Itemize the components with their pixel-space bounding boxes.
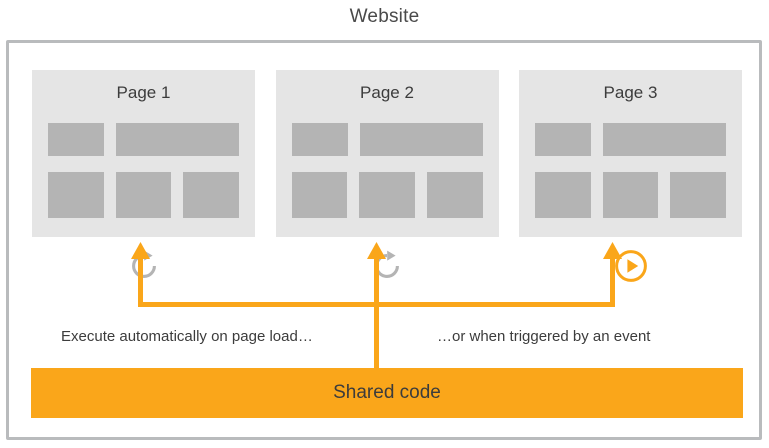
wireframe-row-bottom	[48, 172, 240, 218]
reload-icon[interactable]	[128, 250, 160, 282]
wireframe-block	[426, 172, 483, 218]
caption-page-load: Execute automatically on page load…	[61, 328, 313, 345]
page-card-title: Page 3	[603, 83, 658, 102]
wireframe-row-top	[291, 123, 483, 156]
wireframe-block	[115, 172, 172, 218]
wireframe-block	[603, 123, 726, 156]
connector-stem-to-shared-code	[374, 302, 379, 370]
website-frame: Page 1 Page 2	[6, 40, 762, 440]
wireframe-block	[359, 123, 483, 156]
reload-icon[interactable]	[371, 250, 403, 282]
page-card-1[interactable]: Page 1	[32, 70, 255, 237]
wireframe-block	[670, 172, 727, 218]
wireframe-block	[116, 123, 239, 156]
connector-bus-line	[138, 302, 615, 307]
page-card-2[interactable]: Page 2	[275, 70, 499, 237]
page-wireframe	[535, 123, 727, 218]
trigger-icon-slot-1	[32, 245, 255, 287]
wireframe-block	[291, 123, 348, 156]
caption-event-trigger: …or when triggered by an event	[437, 328, 651, 345]
trigger-icon-slot-3	[519, 245, 742, 287]
wireframe-row-top	[535, 123, 726, 156]
wireframe-block	[48, 172, 104, 218]
wireframe-block	[183, 172, 240, 218]
play-icon[interactable]	[614, 249, 648, 283]
shared-code-bar[interactable]: Shared code	[31, 368, 743, 418]
wireframe-block	[535, 123, 591, 156]
page-card-3[interactable]: Page 3	[519, 70, 742, 237]
wireframe-block	[48, 123, 104, 156]
page-wireframe	[48, 123, 240, 218]
pages-row: Page 1 Page 2	[32, 70, 742, 237]
trigger-icons-row	[32, 245, 742, 287]
page-wireframe	[291, 123, 483, 218]
page-card-title: Page 2	[360, 83, 414, 102]
shared-code-label: Shared code	[333, 382, 441, 403]
diagram-title: Website	[349, 6, 420, 27]
wireframe-block	[359, 172, 415, 218]
page-card-title: Page 1	[116, 83, 171, 102]
wireframe-block	[535, 172, 591, 218]
wireframe-block	[291, 172, 348, 218]
wireframe-block	[602, 172, 659, 218]
wireframe-row-bottom	[291, 172, 483, 218]
wireframe-row-bottom	[535, 172, 727, 218]
wireframe-row-top	[48, 123, 239, 156]
trigger-icon-slot-2	[276, 245, 499, 287]
